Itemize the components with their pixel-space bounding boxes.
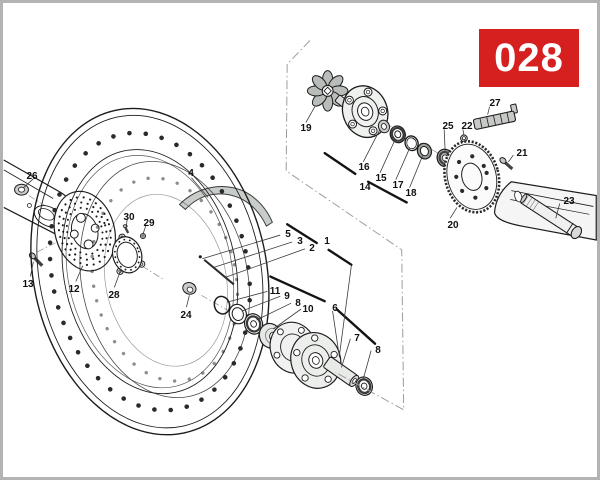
part-callout-2: 2 <box>309 243 315 254</box>
leader-line <box>462 129 465 136</box>
part-bolt-21 <box>499 157 514 171</box>
leader-line <box>443 129 446 152</box>
leader-line <box>186 295 190 308</box>
leader-line <box>449 207 458 219</box>
part-seal-9 <box>228 303 248 325</box>
part-callout-10: 10 <box>302 304 314 315</box>
part-callout-21: 21 <box>516 148 528 159</box>
leader-line <box>142 225 147 235</box>
page-number-badge: 028 <box>479 29 579 87</box>
part-brake-disc-12 <box>53 190 116 272</box>
part-callout-13: 13 <box>22 279 34 290</box>
group-bracket-line <box>285 223 318 245</box>
detail-view-boundary <box>285 40 405 411</box>
part-screw-30 <box>122 224 130 234</box>
part-circlip-11 <box>213 295 231 315</box>
part-callout-30: 30 <box>123 212 135 223</box>
leader-line <box>555 203 561 219</box>
leader-line <box>75 265 84 282</box>
leader-line <box>341 338 351 368</box>
part-rim-band-4 <box>178 186 273 227</box>
part-callout-11: 11 <box>269 286 281 297</box>
group-bracket-line <box>269 275 326 303</box>
leader-line <box>212 241 293 269</box>
part-callout-19: 19 <box>300 123 312 134</box>
group-bracket-line <box>327 248 353 266</box>
part-wheel-rim-1 <box>30 107 270 436</box>
part-bearing-15 <box>389 125 406 144</box>
part-cush-drive-19 <box>306 70 349 112</box>
group-bracket-line <box>323 151 357 176</box>
leader-line <box>362 129 381 163</box>
leader-line <box>395 148 410 180</box>
annotation-layer <box>23 40 561 411</box>
leader-line <box>305 106 316 123</box>
leader-line <box>23 178 34 188</box>
part-bushing-16 <box>377 119 390 134</box>
part-callout-27: 27 <box>489 98 501 109</box>
leader-line <box>508 154 514 163</box>
part-callout-6: 6 <box>332 303 338 314</box>
part-sleeve-7 <box>323 356 360 388</box>
leader-line <box>332 311 340 358</box>
part-hub-6 <box>269 321 342 389</box>
part-callout-25: 25 <box>442 121 454 132</box>
part-callout-20: 20 <box>447 220 459 231</box>
part-callout-28: 28 <box>108 290 120 301</box>
leader-line <box>409 155 423 188</box>
part-callout-14: 14 <box>359 182 371 193</box>
leader-line <box>224 248 306 278</box>
part-callout-22: 22 <box>461 121 473 132</box>
leader-line <box>113 268 122 288</box>
part-spoke-2 <box>198 255 235 286</box>
part-callout-26: 26 <box>26 171 38 182</box>
part-axle-23 <box>520 193 583 240</box>
part-callout-4: 4 <box>188 168 194 179</box>
part-callout-8: 8 <box>375 345 381 356</box>
part-callout-3: 3 <box>297 236 303 247</box>
page-number: 028 <box>494 35 564 80</box>
leader-line <box>379 140 396 174</box>
leader-line <box>125 219 128 228</box>
part-chain-slider-27 <box>472 103 518 130</box>
exploded-diagram <box>3 40 597 436</box>
part-nut-29 <box>139 233 146 240</box>
leader-line <box>202 234 281 260</box>
part-callout-1: 1 <box>324 236 330 247</box>
leader-line <box>241 295 281 312</box>
part-callout-8: 8 <box>295 298 301 309</box>
part-nut-22 <box>460 134 468 143</box>
part-callout-5: 5 <box>285 229 291 240</box>
part-callout-12: 12 <box>68 284 80 295</box>
wheel-rim-far-side <box>79 160 250 399</box>
part-sprocket-carrier <box>341 85 389 139</box>
leader-line <box>339 265 352 355</box>
part-spacer-26 <box>14 183 29 196</box>
group-bracket-line <box>366 180 408 204</box>
leader-line <box>226 290 268 303</box>
leader-line <box>273 308 302 330</box>
part-callout-16: 16 <box>358 162 370 173</box>
part-callout-15: 15 <box>375 173 387 184</box>
leader-line <box>256 302 292 321</box>
part-callout-17: 17 <box>392 180 404 191</box>
part-callout-29: 29 <box>143 218 155 229</box>
leader-line <box>487 106 490 115</box>
part-sprocket-20 <box>443 140 501 214</box>
leader-line <box>362 350 372 380</box>
leader-line <box>191 177 209 198</box>
part-callout-24: 24 <box>180 310 192 321</box>
part-callout-23: 23 <box>563 196 575 207</box>
part-seal-18 <box>416 142 433 160</box>
part-callout-18: 18 <box>405 188 417 199</box>
part-flange-28 <box>111 233 146 275</box>
leader-line <box>30 261 34 277</box>
part-callout-7: 7 <box>354 333 360 344</box>
part-circlip-17 <box>404 135 419 152</box>
part-callout-9: 9 <box>284 291 290 302</box>
group-bracket-line <box>335 307 377 345</box>
part-spacer-24 <box>182 282 197 295</box>
